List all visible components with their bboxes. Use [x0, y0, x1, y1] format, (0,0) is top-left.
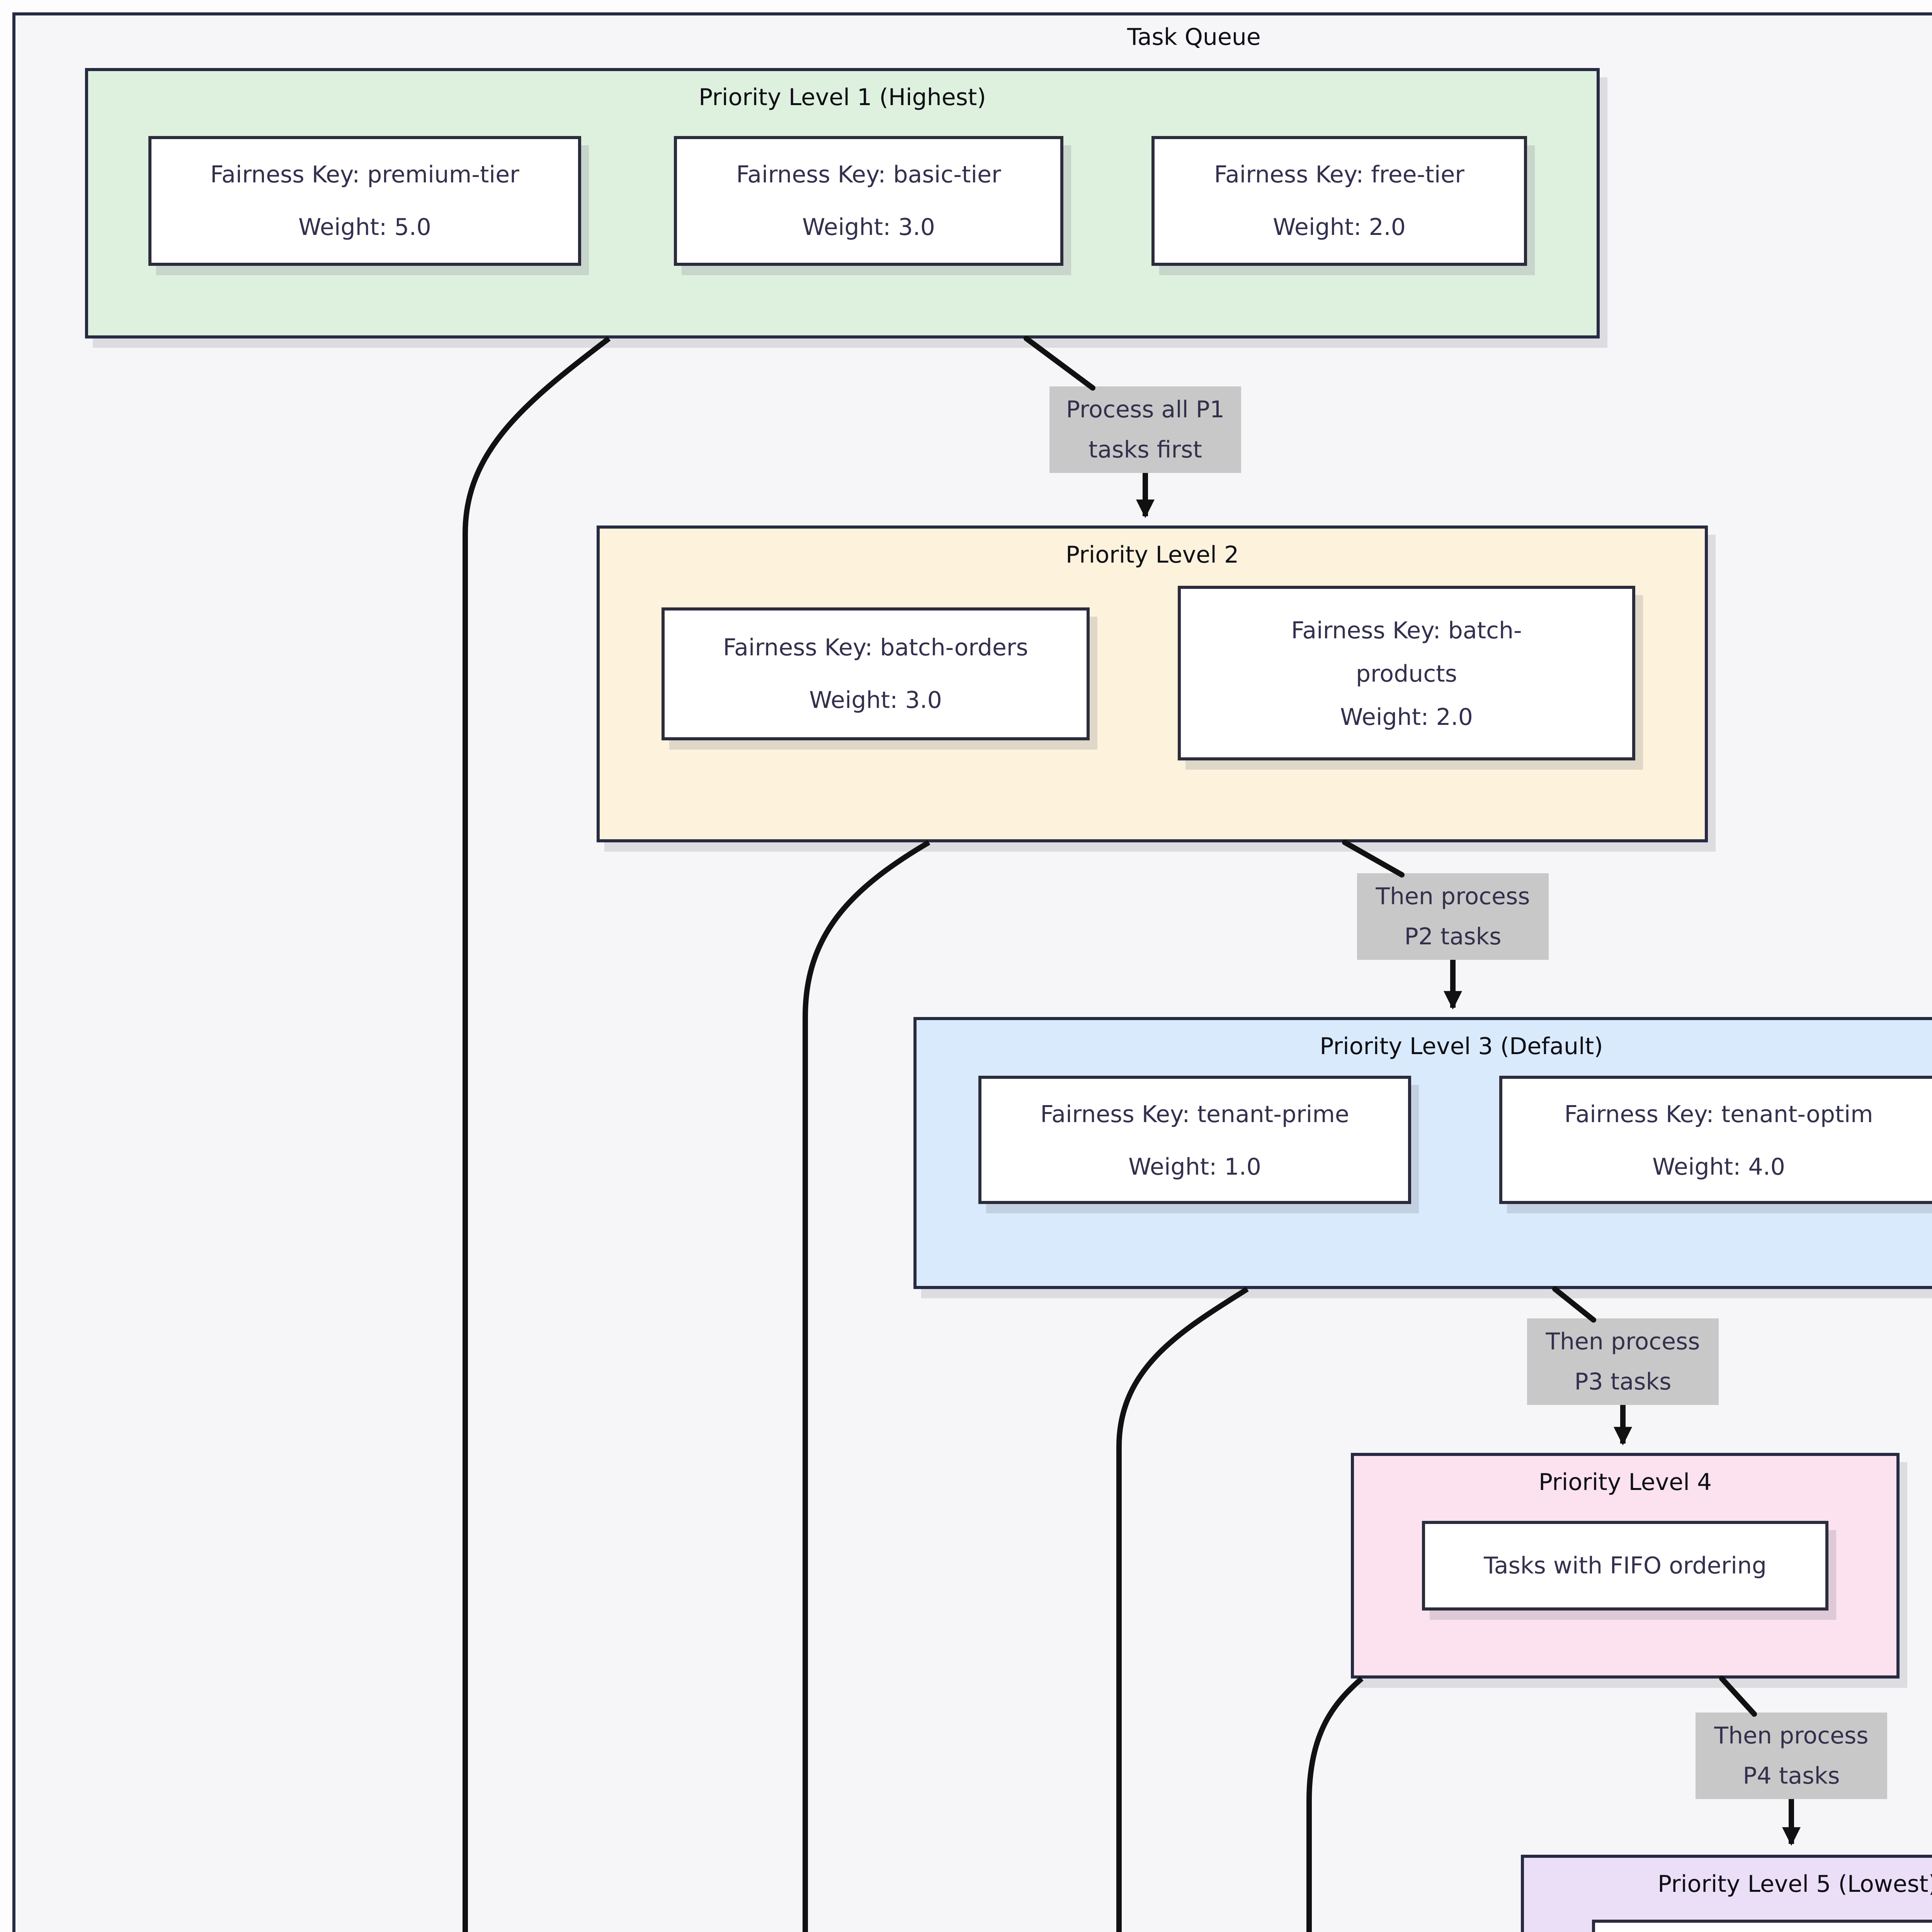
node-batch-products-line1: Fairness Key: batch-	[1291, 616, 1522, 644]
node-tenant-prime-line2: Weight: 1.0	[1128, 1152, 1261, 1180]
node-batch-orders: Fairness Key: batch-orders Weight: 3.0	[662, 607, 1090, 740]
container-title: Task Queue	[1127, 23, 1261, 51]
edge-label-p4-p5-line2: P4 tasks	[1743, 1762, 1840, 1790]
node-batch-products-line2: products	[1355, 659, 1457, 687]
node-batch-orders-line2: Weight: 3.0	[809, 686, 942, 714]
subgraph-priority-5-title: Priority Level 5 (Lowest)	[1658, 1870, 1932, 1898]
edge-label-p4-p5-line1: Then process	[1714, 1722, 1869, 1750]
node-free-tier: Fairness Key: free-tier Weight: 2.0	[1151, 136, 1527, 266]
node-premium-tier-line1: Fairness Key: premium-tier	[210, 161, 519, 189]
node-tenant-optim-line1: Fairness Key: tenant-optim	[1564, 1100, 1873, 1128]
subgraph-priority-5: Priority Level 5 (Lowest)	[1521, 1855, 1932, 1932]
node-basic-tier-line1: Fairness Key: basic-tier	[736, 161, 1001, 189]
node-fifo-p5: Tasks with FIFO ordering	[1592, 1920, 1932, 1932]
edge-label-p3-p4-line2: P3 tasks	[1574, 1368, 1672, 1396]
node-premium-tier-line2: Weight: 5.0	[298, 213, 431, 241]
subgraph-priority-4-title: Priority Level 4	[1538, 1468, 1712, 1496]
edge-label-p1-p2-line1: Process all P1	[1066, 396, 1225, 423]
node-tenant-optim-line2: Weight: 4.0	[1652, 1152, 1785, 1180]
node-fifo-p4-line1: Tasks with FIFO ordering	[1484, 1552, 1767, 1580]
edge-label-p2-p3-line2: P2 tasks	[1404, 923, 1502, 951]
edge-label-p3-p4-line1: Then process	[1546, 1328, 1700, 1355]
node-free-tier-line2: Weight: 2.0	[1273, 213, 1406, 241]
subgraph-priority-2-title: Priority Level 2	[1065, 541, 1239, 569]
node-tenant-prime-line1: Fairness Key: tenant-prime	[1040, 1100, 1349, 1128]
edge-label-p2-p3-line1: Then process	[1376, 883, 1530, 910]
node-fifo-p4: Tasks with FIFO ordering	[1422, 1521, 1828, 1611]
edge-label-p3-p4: Then process P3 tasks	[1527, 1318, 1719, 1405]
node-tenant-prime: Fairness Key: tenant-prime Weight: 1.0	[978, 1076, 1411, 1204]
node-tenant-optim: Fairness Key: tenant-optim Weight: 4.0	[1499, 1076, 1932, 1204]
node-batch-products: Fairness Key: batch- products Weight: 2.…	[1178, 586, 1635, 760]
edge-label-p1-p2-line2: tasks first	[1088, 436, 1202, 464]
node-batch-products-line3: Weight: 2.0	[1340, 702, 1473, 730]
node-basic-tier: Fairness Key: basic-tier Weight: 3.0	[674, 136, 1063, 266]
node-batch-orders-line1: Fairness Key: batch-orders	[723, 634, 1028, 662]
node-free-tier-line1: Fairness Key: free-tier	[1214, 161, 1464, 189]
edge-label-p1-p2: Process all P1 tasks first	[1049, 386, 1241, 473]
edge-label-p2-p3: Then process P2 tasks	[1357, 873, 1549, 960]
subgraph-priority-1-title: Priority Level 1 (Highest)	[699, 83, 986, 111]
edge-label-p4-p5: Then process P4 tasks	[1696, 1713, 1887, 1799]
node-basic-tier-line2: Weight: 3.0	[802, 213, 935, 241]
subgraph-priority-3-title: Priority Level 3 (Default)	[1320, 1032, 1603, 1060]
node-premium-tier: Fairness Key: premium-tier Weight: 5.0	[148, 136, 581, 266]
